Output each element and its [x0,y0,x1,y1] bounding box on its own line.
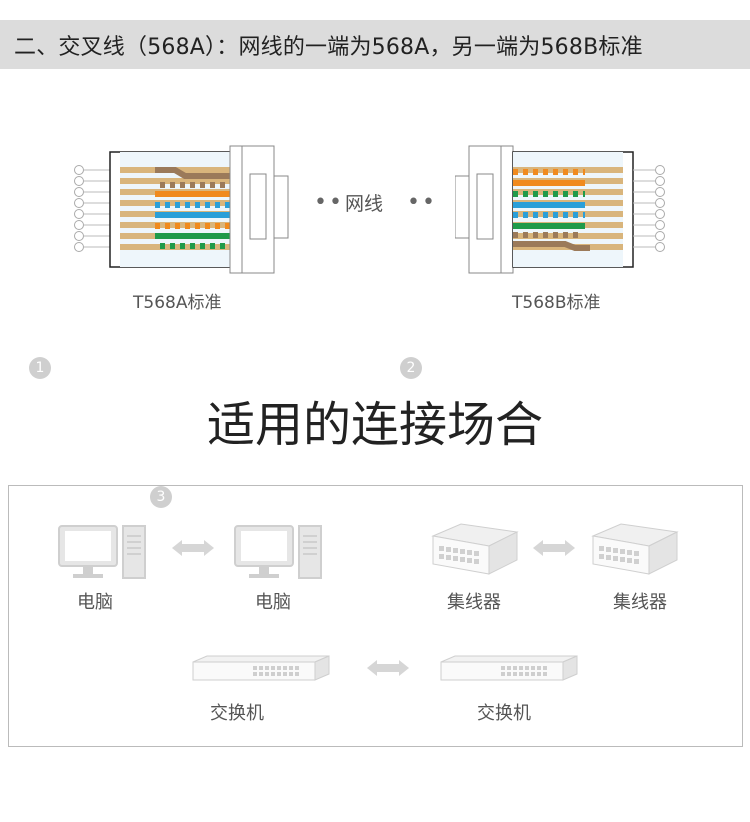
marker-3: 3 [150,486,172,508]
switch-left-label: 交换机 [210,703,264,724]
marker-2: 2 [400,357,422,379]
double-arrow-icon [172,540,214,556]
header-text: 二、交叉线（568A）：网线的一端为568A，另一端为568B标准 [14,34,643,60]
switch-icon [192,655,330,681]
pc-right-label: 电脑 [255,592,291,613]
hub-icon [431,523,519,575]
right-connector-label: T568B标准 [512,293,601,313]
double-arrow-icon [367,660,409,676]
computer-icon [58,525,146,579]
header-banner: 二、交叉线（568A）：网线的一端为568A，另一端为568B标准 [0,20,750,69]
connection-scenarios-box: 3 电脑 电脑 集线器 [8,485,743,747]
cable-label: 网线 [345,193,384,215]
right-wires [513,167,623,251]
section-title: 适用的连接场合 [206,397,543,453]
switch-icon [440,655,578,681]
right-connector [455,145,665,274]
left-wires [120,167,230,250]
left-connector-label: T568A标准 [133,293,222,313]
cable-dots-right: •• [407,190,437,215]
hub-right-label: 集线器 [613,592,667,613]
hub-left-label: 集线器 [447,592,501,613]
double-arrow-icon [533,540,575,556]
marker-1: 1 [29,357,51,379]
left-connector [74,145,289,274]
hub-icon [591,523,679,575]
computer-icon [234,525,322,579]
pc-left-label: 电脑 [77,592,113,613]
cable-dots-left: •• [314,190,344,215]
right-pin-numbers [633,165,665,252]
switch-right-label: 交换机 [477,703,531,724]
